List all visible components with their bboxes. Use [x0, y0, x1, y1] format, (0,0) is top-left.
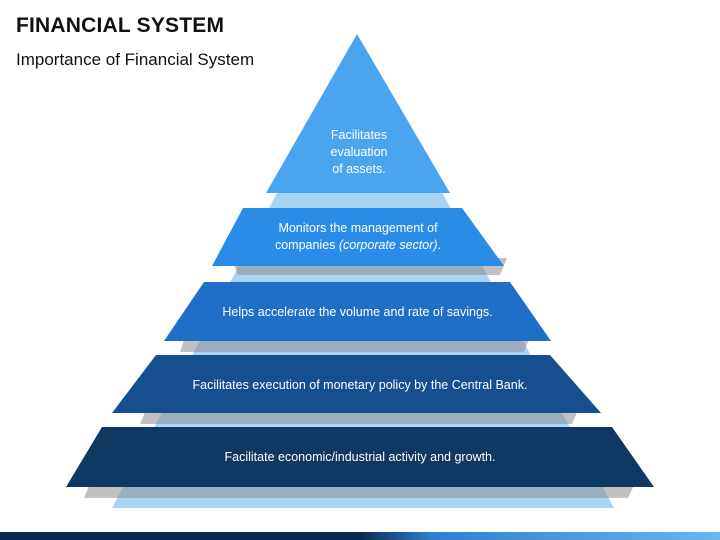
tier-5-label: Facilitate economic/industrial activity … [224, 449, 496, 464]
footer-bar [0, 532, 720, 540]
tier-4-shape [112, 355, 601, 413]
tier-2-shape [212, 208, 504, 266]
slide-subtitle: Importance of Financial System [16, 50, 255, 69]
tier-1-shape [266, 34, 450, 193]
slide-title: FINANCIAL SYSTEM [16, 14, 225, 37]
tier-4-label: Facilitates execution of monetary policy… [192, 377, 528, 392]
tier-2-label: Monitors the management of companies (co… [274, 221, 442, 252]
tier-1-label: Facilitates evaluation of assets. [330, 127, 388, 176]
tier-3-label: Helps accelerate the volume and rate of … [222, 304, 493, 319]
tier-3-shape [164, 282, 551, 341]
tier-5-shape [66, 427, 654, 487]
